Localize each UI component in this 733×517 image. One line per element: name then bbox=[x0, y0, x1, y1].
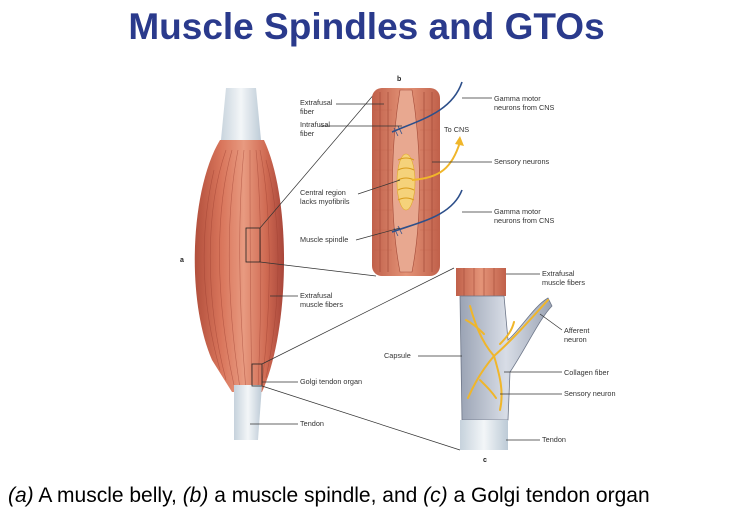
caption-b-text: a muscle spindle, and bbox=[208, 484, 424, 507]
gamma-motor-neuron-bottom bbox=[391, 189, 463, 233]
label-tendon-c: Tendon bbox=[542, 435, 566, 444]
lower-tendon bbox=[234, 385, 262, 440]
figure-caption: (a) A muscle belly, (b) a muscle spindle… bbox=[8, 484, 733, 508]
muscle-spindle-illustration bbox=[372, 81, 464, 276]
label-central-region-1: Central region bbox=[300, 188, 346, 197]
muscle-spindle-gto-diagram: a b c Extrafusal fiber Intrafusal fiber … bbox=[180, 76, 616, 464]
caption-a-text: A muscle belly, bbox=[33, 484, 183, 507]
label-extrafusal-c-2: muscle fibers bbox=[542, 278, 585, 287]
zoom-line-gto-top bbox=[261, 267, 455, 365]
label-afferent-2: neuron bbox=[564, 335, 587, 344]
annulospiral-endings bbox=[397, 157, 415, 201]
gto-tendon bbox=[460, 420, 508, 450]
label-gamma-top-2: neurons from CNS bbox=[494, 103, 555, 112]
panel-label-c: c bbox=[483, 457, 487, 464]
label-gamma-top-1: Gamma motor bbox=[494, 94, 541, 103]
zoom-line-gto-bottom bbox=[261, 385, 461, 451]
label-extrafusal-muscle-fibers-1: Extrafusal bbox=[300, 291, 333, 300]
zoom-line-spindle-bottom bbox=[259, 261, 377, 277]
label-afferent-1: Afferent bbox=[564, 326, 589, 335]
label-leader-lines bbox=[250, 97, 563, 441]
gto-capsule bbox=[459, 295, 553, 421]
label-extrafusal-fiber-2: fiber bbox=[300, 107, 315, 116]
muscle-fascicles bbox=[203, 149, 279, 391]
golgi-tendon-organ-illustration bbox=[456, 268, 553, 450]
gamma-motor-neuron-top bbox=[391, 81, 463, 133]
label-capsule: Capsule bbox=[384, 351, 411, 360]
caption-c-marker: (c) bbox=[423, 484, 448, 507]
label-sensory-neurons: Sensory neurons bbox=[494, 157, 550, 166]
label-to-cns: To CNS bbox=[444, 125, 469, 134]
spindle-callout-box bbox=[245, 227, 261, 263]
label-intrafusal-fiber-1: Intrafusal bbox=[300, 120, 330, 129]
gto-extrafusal-striations bbox=[463, 268, 495, 296]
label-extrafusal-fiber-1: Extrafusal bbox=[300, 98, 333, 107]
to-cns-arrow bbox=[455, 136, 464, 146]
label-central-region-2: lacks myofibrils bbox=[300, 197, 350, 206]
sensory-neuron-fiber bbox=[411, 141, 461, 181]
extrafusal-fiber-striations bbox=[379, 92, 433, 272]
gto-callout-box bbox=[251, 363, 263, 387]
panel-label-a: a bbox=[180, 257, 184, 264]
cross-striations bbox=[374, 109, 438, 251]
label-extrafusal-muscle-fibers-2: muscle fibers bbox=[300, 300, 343, 309]
caption-c-text: a Golgi tendon organ bbox=[447, 484, 650, 507]
label-muscle-spindle: Muscle spindle bbox=[300, 235, 348, 244]
label-tendon-a: Tendon bbox=[300, 419, 324, 428]
central-region bbox=[396, 153, 416, 211]
label-intrafusal-fiber-2: fiber bbox=[300, 129, 315, 138]
label-gamma-bottom-2: neurons from CNS bbox=[494, 216, 555, 225]
label-gamma-bottom-1: Gamma motor bbox=[494, 207, 541, 216]
zoom-line-spindle-top bbox=[259, 91, 377, 229]
upper-tendon bbox=[220, 88, 262, 150]
page-title: Muscle Spindles and GTOs bbox=[128, 6, 605, 47]
label-golgi-tendon-organ: Golgi tendon organ bbox=[300, 377, 362, 386]
gto-extrafusal-fibers bbox=[456, 268, 506, 296]
muscle-belly-shape bbox=[194, 140, 285, 392]
caption-a-marker: (a) bbox=[8, 484, 34, 507]
muscle-belly-illustration bbox=[194, 88, 461, 451]
label-sensory-neuron: Sensory neuron bbox=[564, 389, 616, 398]
caption-b-marker: (b) bbox=[182, 484, 209, 507]
panel-label-b: b bbox=[397, 76, 401, 83]
label-collagen-fiber: Collagen fiber bbox=[564, 368, 610, 377]
gto-nerve-branches bbox=[465, 299, 549, 411]
label-extrafusal-c-1: Extrafusal bbox=[542, 269, 575, 278]
